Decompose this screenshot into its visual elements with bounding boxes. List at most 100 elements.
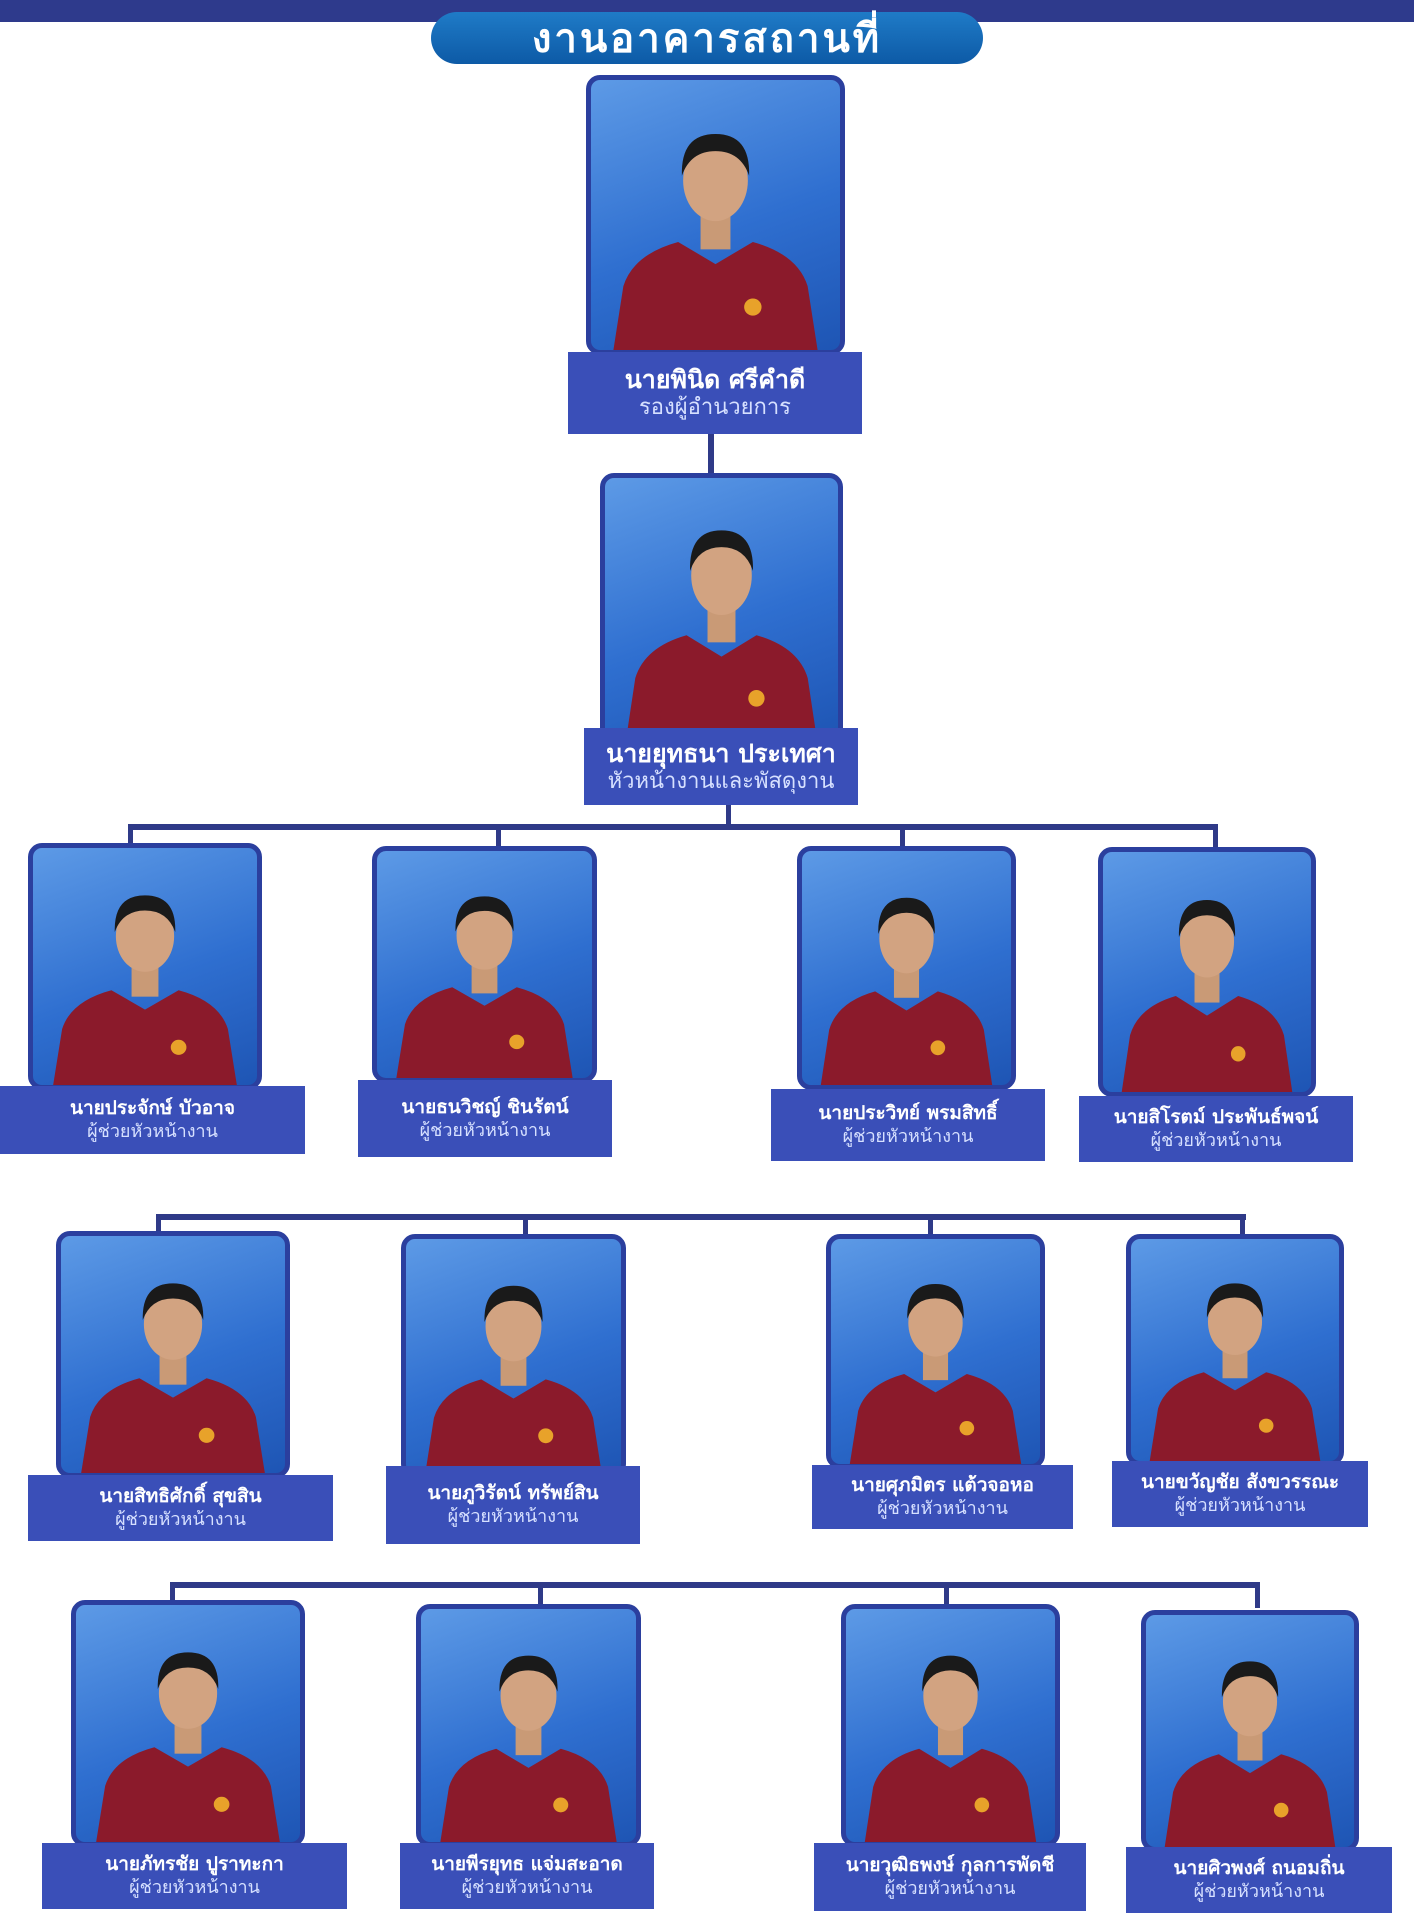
hair-shape: [690, 530, 753, 571]
assistant-photo: [416, 1604, 641, 1847]
assistant-nameplate: นายสิทธิศักดิ์ สุขสิน ผู้ช่วยหัวหน้างาน: [28, 1475, 333, 1541]
shirt-shape: [1121, 996, 1293, 1092]
shirt-shape: [1164, 1754, 1336, 1847]
portrait-illustration: [864, 1655, 1037, 1842]
head-nameplate: นายยุทธนา ประเทศา หัวหน้างานและพัสดุงาน: [584, 728, 858, 805]
face-shape: [683, 140, 748, 222]
assistant-name: นายประจักษ์ บัวอาจ: [70, 1097, 235, 1120]
college-badge-emblem: [198, 1427, 215, 1443]
assistant-name: นายขวัญชัย สังขวรรณะ: [1140, 1471, 1340, 1494]
connector-row2-bar: [156, 1214, 1246, 1220]
portrait-illustration: [1149, 1283, 1321, 1461]
assistant-position: ผู้ช่วยหัวหน้างาน: [842, 1126, 974, 1148]
assistant-name: นายสิโรตม์ ประพันธ์พจน์: [1113, 1106, 1319, 1129]
hair-shape: [455, 896, 514, 932]
hair-shape: [499, 1655, 558, 1692]
hair-shape: [114, 895, 176, 933]
connector-row1-bar: [128, 824, 1218, 830]
assistant-position: ผู้ช่วยหัวหน้างาน: [884, 1878, 1016, 1900]
assistant-photo: [1141, 1610, 1359, 1852]
assistant-name: นายสิทธิศักดิ์ สุขสิน: [99, 1485, 262, 1508]
college-badge-emblem: [553, 1797, 569, 1813]
director-nameplate: นายพินิด ศรีคำดี รองผู้อำนวยการ: [568, 352, 862, 434]
assistant-name: นายธนวิชญ์ ชินรัตน์: [401, 1095, 569, 1118]
assistant-nameplate: นายขวัญชัย สังขวรรณะ ผู้ช่วยหัวหน้างาน: [1112, 1461, 1368, 1527]
face-shape: [1222, 1666, 1278, 1737]
face-shape: [143, 1288, 203, 1360]
college-badge-emblem: [930, 1040, 946, 1056]
hair-shape: [681, 134, 750, 176]
portrait-illustration: [53, 895, 237, 1085]
portrait-illustration: [625, 530, 818, 740]
shirt-shape: [96, 1747, 280, 1842]
portrait-illustration: [1121, 900, 1293, 1092]
college-badge-emblem: [1258, 1418, 1274, 1433]
hair-shape: [1206, 1283, 1264, 1318]
college-badge-emblem: [959, 1421, 975, 1436]
shirt-shape: [613, 242, 818, 350]
assistant-photo: [71, 1600, 305, 1847]
connector-drop: [900, 824, 905, 846]
hair-shape: [1178, 900, 1236, 938]
connector-drop: [496, 824, 501, 846]
portrait-illustration: [440, 1655, 617, 1842]
page-title: งานอาคารสถานที่: [431, 12, 983, 64]
college-badge-emblem: [1273, 1802, 1289, 1818]
assistant-position: ผู้ช่วยหัวหน้างาน: [129, 1877, 260, 1899]
connector-drop: [170, 1582, 175, 1604]
college-badge-emblem: [974, 1797, 990, 1813]
connector-drop: [1255, 1582, 1260, 1608]
assistant-photo: [1098, 847, 1316, 1097]
face-shape: [923, 1660, 978, 1731]
portrait-illustration: [425, 1285, 602, 1473]
head-name: นายยุทธนา ประเทศา: [606, 738, 836, 768]
face-shape: [485, 1291, 542, 1362]
assistant-nameplate: นายภูวิรัตน์ ทรัพย์สิน ผู้ช่วยหัวหน้างาน: [386, 1466, 640, 1544]
header-bar: [0, 0, 1414, 22]
assistant-position: ผู้ช่วยหัวหน้างาน: [461, 1877, 593, 1899]
connector-head-row1: [726, 805, 731, 826]
connector-drop: [156, 1214, 161, 1234]
assistant-photo: [372, 846, 597, 1083]
college-badge-emblem: [748, 689, 765, 707]
assistant-name: นายภูวิรัตน์ ทรัพย์สิน: [427, 1482, 599, 1505]
head-photo: [600, 473, 843, 745]
shirt-shape: [53, 990, 237, 1085]
assistant-nameplate: นายศิวพงศ์ ถนอมถิ่น ผู้ช่วยหัวหน้างาน: [1126, 1847, 1392, 1913]
college-badge-emblem: [538, 1428, 554, 1444]
connector-drop: [928, 1214, 933, 1236]
assistant-nameplate: นายประจักษ์ บัวอาจ ผู้ช่วยหัวหน้างาน: [0, 1086, 305, 1154]
hair-shape: [922, 1655, 979, 1692]
connector-drop: [128, 824, 133, 844]
portrait-illustration: [849, 1284, 1022, 1464]
assistant-position: ผู้ช่วยหัวหน้างาน: [87, 1121, 218, 1143]
college-badge-emblem: [170, 1039, 187, 1055]
shirt-shape: [864, 1748, 1037, 1842]
hair-shape: [157, 1652, 219, 1690]
face-shape: [879, 903, 934, 974]
connector-drop: [1240, 1214, 1245, 1236]
assistant-position: ผู้ช่วยหัวหน้างาน: [419, 1119, 551, 1141]
hair-shape: [142, 1283, 204, 1321]
shirt-shape: [425, 1379, 602, 1473]
assistant-nameplate: นายศุภมิตร แต้วจอหอ ผู้ช่วยหัวหน้างาน: [812, 1465, 1073, 1529]
hair-shape: [907, 1284, 964, 1319]
assistant-photo: [28, 843, 262, 1090]
assistant-position: ผู้ช่วยหัวหน้างาน: [447, 1506, 579, 1528]
portrait-illustration: [96, 1652, 280, 1842]
shirt-shape: [849, 1374, 1022, 1464]
shirt-shape: [1149, 1372, 1321, 1461]
assistant-photo: [56, 1231, 290, 1478]
assistant-nameplate: นายสิโรตม์ ประพันธ์พจน์ ผู้ช่วยหัวหน้างา…: [1079, 1096, 1353, 1162]
assistant-nameplate: นายพีรยุทธ แจ่มสะอาด ผู้ช่วยหัวหน้างาน: [400, 1843, 654, 1909]
head-position: หัวหน้างานและพัสดุงาน: [607, 768, 835, 794]
assistant-name: นายภัทรชัย ปูราทะกา: [105, 1853, 284, 1876]
portrait-illustration: [81, 1283, 265, 1473]
assistant-name: นายศุภมิตร แต้วจอหอ: [851, 1474, 1034, 1497]
face-shape: [691, 536, 752, 615]
assistant-photo: [841, 1604, 1060, 1847]
connector-row3-bar: [170, 1582, 1259, 1588]
director-position: รองผู้อำนวยการ: [638, 395, 791, 421]
assistant-name: นายพีรยุทธ แจ่มสะอาด: [431, 1853, 623, 1876]
shirt-shape: [625, 635, 818, 740]
